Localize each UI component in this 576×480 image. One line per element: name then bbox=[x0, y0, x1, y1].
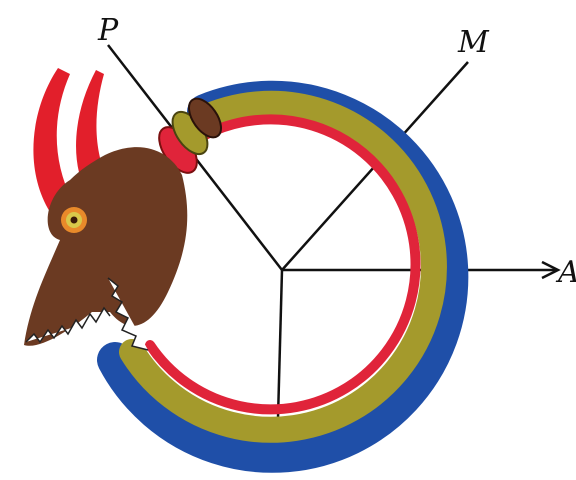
label-m: M bbox=[457, 25, 490, 60]
eye-pupil bbox=[71, 217, 78, 224]
serpent-head bbox=[24, 68, 187, 350]
label-p: P bbox=[97, 13, 119, 48]
line-down bbox=[278, 270, 282, 418]
label-a: A bbox=[555, 255, 576, 290]
